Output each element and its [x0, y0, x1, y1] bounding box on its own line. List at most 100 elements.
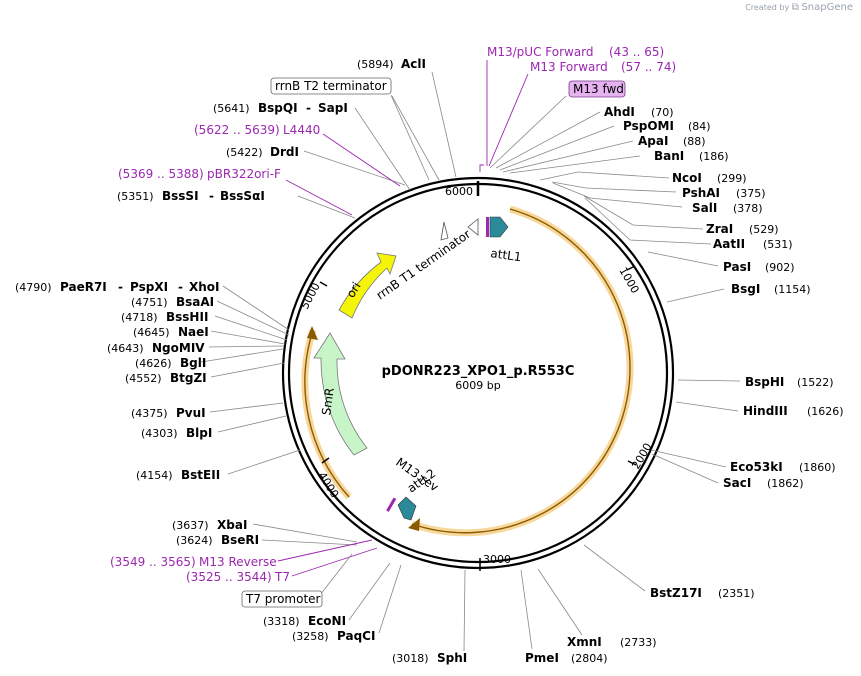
enzyme-bgli: BglI: [180, 356, 206, 370]
smr-feature: [313, 332, 368, 456]
rrnb-t1-terminator-feature: [467, 218, 479, 236]
enzyme-zrai: ZraI: [706, 222, 733, 236]
ruler-5000: 5000: [298, 281, 323, 312]
enzyme-hindiii: HindIII: [743, 404, 788, 418]
enzyme-naei: NaeI: [178, 325, 209, 339]
enzyme-naei-pos: (4645): [133, 326, 170, 339]
enzyme-bsshii-pos: (4718): [121, 311, 158, 324]
enzyme-bsteii-pos: (4154): [136, 469, 173, 482]
enzyme-pvui-pos: (4375): [131, 407, 168, 420]
enzyme-aatii: AatII: [713, 237, 745, 251]
enzyme-acli-pos: (5894): [357, 58, 394, 71]
enzyme-pasi: PasI: [723, 260, 751, 274]
enzyme-bsphi: BspHI: [745, 375, 784, 389]
credit-prefix: Created by: [745, 3, 790, 12]
enzyme-eco53ki-pos: (1860): [799, 461, 836, 474]
enzyme-bsssi: BssSI: [162, 189, 199, 203]
enzyme-apai-pos: (88): [683, 135, 706, 148]
enzyme-pspxi: PspXI: [130, 280, 168, 294]
enzyme-paer7i-pos: (4790): [15, 281, 52, 294]
insert-arc-line: [411, 208, 631, 534]
m13-fwd-label: M13 fwd: [573, 82, 624, 96]
snapgene-credit: Created by ⧉ SnapGene: [745, 2, 853, 13]
primer-pbr322ori-f: pBR322ori-F: [207, 167, 281, 181]
enzyme-bsteii: BstEII: [181, 468, 220, 482]
enzyme-bsssai: BssSαI: [220, 189, 265, 203]
enzyme-bsssi-dash: -: [209, 189, 214, 203]
enzyme-bspqi-dash: -: [306, 101, 311, 115]
enzyme-aatii-pos: (531): [763, 238, 793, 251]
enzyme-pshai: PshAI: [682, 186, 720, 200]
plasmid-length: 6009 bp: [455, 379, 500, 392]
ruler-6000: 6000: [445, 185, 473, 198]
enzyme-hindiii-pos: (1626): [807, 405, 844, 418]
enzyme-btgzi: BtgZI: [170, 371, 207, 385]
ruler-2000: 2000: [629, 441, 654, 472]
enzyme-ncoi: NcoI: [672, 171, 702, 185]
rrnb-t2-label: rrnB T2 terminator: [275, 79, 387, 93]
enzymes-left: (5894) AclI (5641) BspQI - SapI (5422) D…: [15, 57, 467, 665]
primer-m13-puc-forward: M13/pUC Forward: [487, 45, 594, 59]
t7-promoter-label: T7 promoter: [245, 592, 321, 606]
enzyme-bsaai: BsaAI: [176, 295, 214, 309]
enzyme-sali-pos: (378): [733, 202, 763, 215]
rrnb-t2-box: [270, 77, 392, 95]
enzyme-paer7i-dash: -: [118, 280, 123, 294]
enzyme-pspxi-dash: -: [178, 280, 183, 294]
enzyme-xbai-pos: (3637): [172, 519, 209, 532]
enzyme-xmni: XmnI: [567, 635, 602, 649]
enzyme-sphi-pos: (3018): [392, 652, 429, 665]
enzyme-bsgi: BsgI: [731, 282, 760, 296]
enzyme-bsaai-pos: (4751): [131, 296, 168, 309]
enzyme-acli: AclI: [401, 57, 426, 71]
enzyme-blpi: BlpI: [186, 426, 212, 440]
enzyme-bstz17i-pos: (2351): [718, 587, 755, 600]
enzyme-ngomiv: NgoMIV: [152, 341, 205, 355]
enzyme-ahdi-pos: (70): [651, 106, 674, 119]
enzyme-bspqi-pos: (5641): [213, 102, 250, 115]
rrnb-t2-terminator-feature: [440, 221, 449, 241]
enzyme-saci: SacI: [723, 476, 751, 490]
enzyme-pshai-pos: (375): [736, 187, 766, 200]
enzyme-pmei-pos: (2804): [571, 652, 608, 665]
primer-l4440: L4440: [283, 123, 320, 137]
m13-rev-marker: [386, 497, 397, 512]
primer-m13-forward-range: (57 .. 74): [621, 60, 676, 74]
snapgene-logo-icon: ⧉: [791, 2, 799, 13]
primer-m13-forward: M13 Forward: [530, 60, 608, 74]
enzyme-econi-pos: (3318): [263, 615, 300, 628]
enzyme-bani-pos: (186): [699, 150, 729, 163]
plasmid-name: pDONR223_XPO1_p.R553C: [382, 364, 575, 379]
box-lines: [319, 94, 567, 596]
enzyme-zrai-pos: (529): [749, 223, 779, 236]
primer-m13-reverse: M13 Reverse: [199, 555, 277, 569]
enzyme-ncoi-pos: (299): [717, 172, 747, 185]
enzyme-bseri: BseRI: [221, 533, 259, 547]
enzyme-paqci-pos: (3258): [292, 630, 329, 643]
enzyme-drdi: DrdI: [270, 145, 299, 159]
primer-t7-range: (3525 .. 3544): [186, 570, 272, 584]
primer-t7: T7: [274, 570, 290, 584]
attL2-feature: [397, 496, 417, 521]
primer-m13-puc-forward-range: (43 .. 65): [609, 45, 664, 59]
enzyme-ahdi: AhdI: [604, 105, 635, 119]
primer-lines: [277, 60, 529, 577]
enzyme-eco53ki: Eco53kI: [730, 460, 783, 474]
attL1-label: attL1: [490, 246, 523, 264]
enzyme-bsgi-pos: (1154): [774, 283, 811, 296]
enzyme-apai: ApaI: [638, 134, 668, 148]
m13-fwd-box: [568, 80, 626, 98]
enzyme-pvui: PvuI: [176, 406, 206, 420]
smr-label: SmR: [319, 387, 337, 416]
enzyme-bsshii: BssHII: [166, 310, 208, 324]
enzyme-paqci: PaqCI: [337, 629, 375, 643]
enzyme-blpi-pos: (4303): [141, 427, 178, 440]
enzyme-bgli-pos: (4626): [135, 357, 172, 370]
enzyme-sapi: SapI: [318, 101, 348, 115]
enzyme-paer7i: PaeR7I: [60, 280, 107, 294]
enzyme-saci-pos: (1862): [767, 477, 804, 490]
enzyme-sphi: SphI: [437, 651, 467, 665]
primer-l4440-range: (5622 .. 5639): [194, 123, 280, 137]
enzyme-pmei: PmeI: [525, 651, 559, 665]
